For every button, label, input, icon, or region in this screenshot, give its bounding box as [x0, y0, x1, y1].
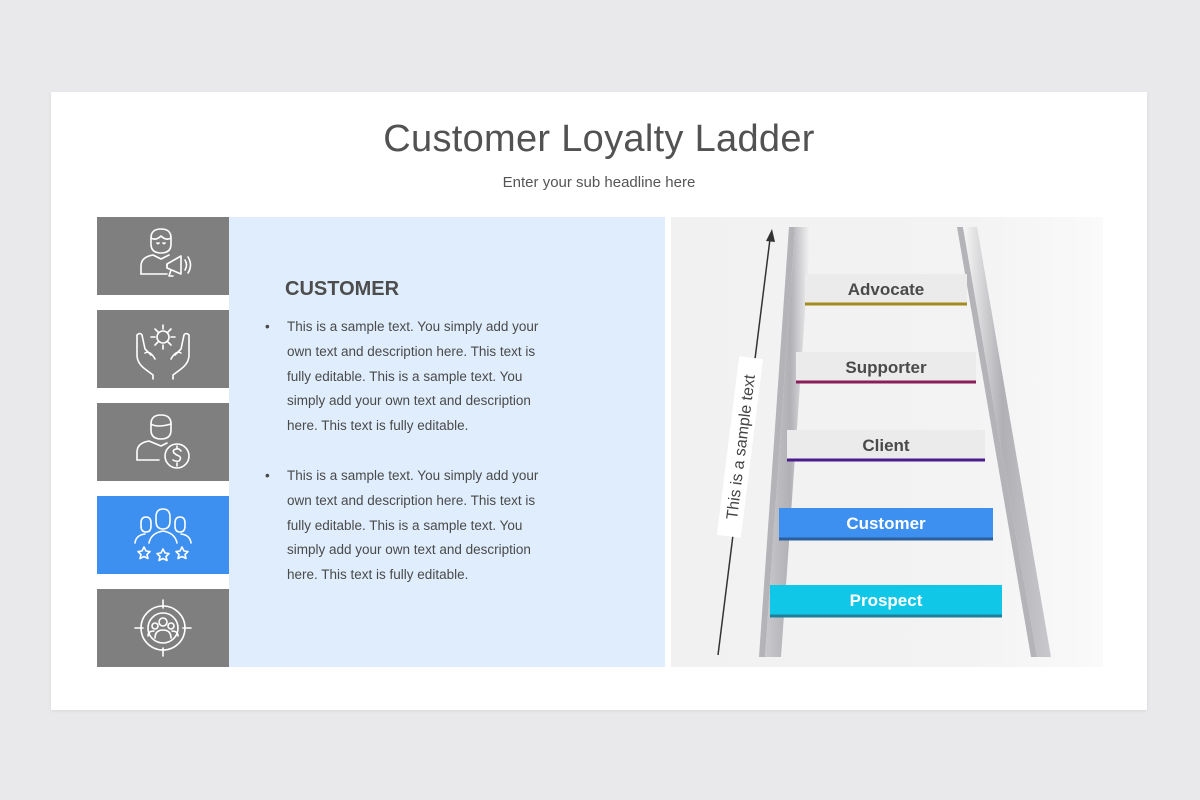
panel-heading: CUSTOMER: [285, 278, 400, 300]
step-prospect-label: Prospect: [850, 591, 923, 610]
bullet-2: This is a sample text. You simply add yo…: [265, 464, 557, 588]
step-advocate-shadow: [805, 274, 967, 304]
group-stars-icon: [134, 508, 192, 562]
speaker-person-icon: [140, 228, 192, 277]
slide-title: Customer Loyalty Ladder: [383, 118, 815, 160]
icon-tile-dollar[interactable]: [97, 403, 229, 481]
step-advocate-label: Advocate: [848, 280, 925, 299]
bullet-1: This is a sample text. You simply add yo…: [265, 315, 557, 439]
step-client-shadow: [787, 430, 985, 460]
hands-gear-icon: [136, 324, 190, 380]
text-panel: CUSTOMER This is a sample text. You simp…: [229, 217, 665, 667]
icon-tile-group[interactable]: [97, 496, 229, 574]
step-supporter-label: Supporter: [845, 358, 927, 377]
slide-subtitle: Enter your sub headline here: [502, 174, 696, 191]
ladder-diagram: This is a sample text Advocate Supporter…: [716, 227, 1051, 657]
left-rail: [759, 227, 795, 657]
right-rail-face: [963, 227, 1051, 657]
step-client-label: Client: [862, 436, 910, 455]
ladder-panel: This is a sample text Advocate Supporter…: [671, 217, 1103, 667]
icon-tile-hands[interactable]: [97, 310, 229, 388]
icon-tile-target[interactable]: [97, 589, 229, 667]
step-customer-label: Customer: [846, 514, 926, 533]
person-dollar-icon: [136, 414, 190, 469]
arrow-label-group: This is a sample text: [716, 356, 764, 538]
progress-arrow-head: [766, 229, 775, 242]
step-customer[interactable]: [779, 508, 993, 538]
step-prospect[interactable]: [770, 585, 1002, 615]
target-group-icon: [134, 599, 192, 657]
right-rail: [957, 227, 1037, 657]
slide: Customer Loyalty Ladder Enter your sub h…: [51, 92, 1147, 710]
step-supporter-shadow: [796, 352, 976, 382]
icon-tile-speaker[interactable]: [97, 217, 229, 295]
